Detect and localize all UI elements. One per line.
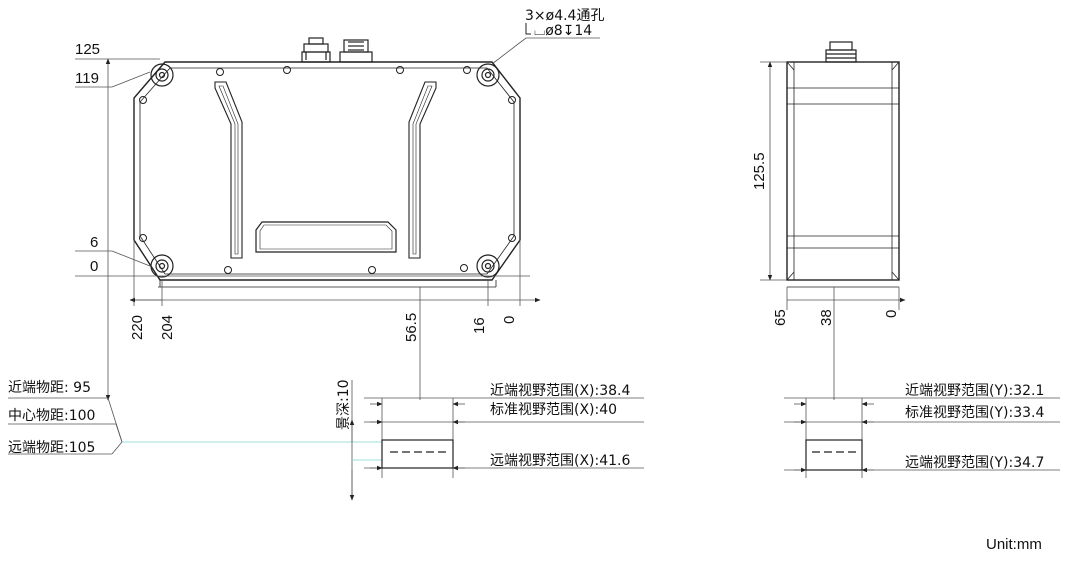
mount-hole-tl xyxy=(150,63,174,87)
dim-65: 65 xyxy=(772,309,789,326)
side-view xyxy=(786,41,900,288)
fov-x-standard: 标准视野范围(X):40 xyxy=(490,401,617,418)
fov-labels: 近端物距: 95 中心物距:100 远端物距:105 景深:10 近端视野范围(… xyxy=(8,379,1044,471)
far-distance-label: 远端物距:105 xyxy=(8,440,95,456)
rib-right xyxy=(408,81,437,259)
center-distance-label: 中心物距:100 xyxy=(8,408,95,424)
dim-125: 125 xyxy=(75,41,100,58)
dim-38: 38 xyxy=(818,309,835,326)
rib-left-inner xyxy=(218,85,239,255)
dim-119: 119 xyxy=(75,70,99,87)
dim-220: 220 xyxy=(129,315,146,340)
front-dimension-labels: 125 119 6 0 220 204 56.5 16 0 3×ø4.4通孔 ⌴… xyxy=(75,8,604,342)
front-view xyxy=(133,37,521,288)
front-dimensions xyxy=(75,23,600,401)
dim-0-left: 0 xyxy=(90,258,98,275)
mount-hole-tr xyxy=(476,63,500,87)
front-body-inner xyxy=(139,67,515,275)
unit-label: Unit:mm xyxy=(986,536,1042,553)
hole-callout-line1: 3×ø4.4通孔 xyxy=(525,8,604,24)
side-dimensions xyxy=(760,61,906,400)
mount-hole-br xyxy=(476,254,500,278)
dim-204: 204 xyxy=(159,315,176,340)
mount-hole-bl xyxy=(150,254,174,278)
dim-125-5: 125.5 xyxy=(751,152,768,190)
side-body-outline xyxy=(786,61,900,281)
rib-left xyxy=(214,81,243,259)
fov-y-far: 远端视野范围(Y):34.7 xyxy=(905,454,1044,471)
fov-x-box xyxy=(381,439,454,469)
fov-x-near: 近端视野范围(X):38.4 xyxy=(490,382,630,399)
dim-56-5: 56.5 xyxy=(403,313,420,342)
dim-16: 16 xyxy=(471,317,488,334)
depth-of-field-label: 景深:10 xyxy=(336,379,352,430)
hole-callout-line2: ⌴ø8↧14 xyxy=(534,23,592,39)
screws xyxy=(139,66,516,274)
near-distance-label: 近端物距: 95 xyxy=(8,380,91,396)
connector-left xyxy=(301,37,331,63)
fov-y-box xyxy=(805,439,863,471)
fov-x-far: 远端视野范围(X):41.6 xyxy=(490,452,630,469)
connector-right xyxy=(339,39,373,63)
side-dimension-labels: 125.5 65 38 0 xyxy=(751,152,900,326)
dim-0-side: 0 xyxy=(883,310,900,318)
side-connector xyxy=(825,41,857,63)
dim-6: 6 xyxy=(90,234,98,251)
dim-0-bottom: 0 xyxy=(501,316,518,324)
label-window xyxy=(255,221,397,253)
rib-right-inner xyxy=(412,85,433,255)
fov-y-standard: 标准视野范围(Y):33.4 xyxy=(905,404,1044,421)
fov-y-near: 近端视野范围(Y):32.1 xyxy=(905,382,1044,399)
front-body-outline xyxy=(133,61,521,281)
